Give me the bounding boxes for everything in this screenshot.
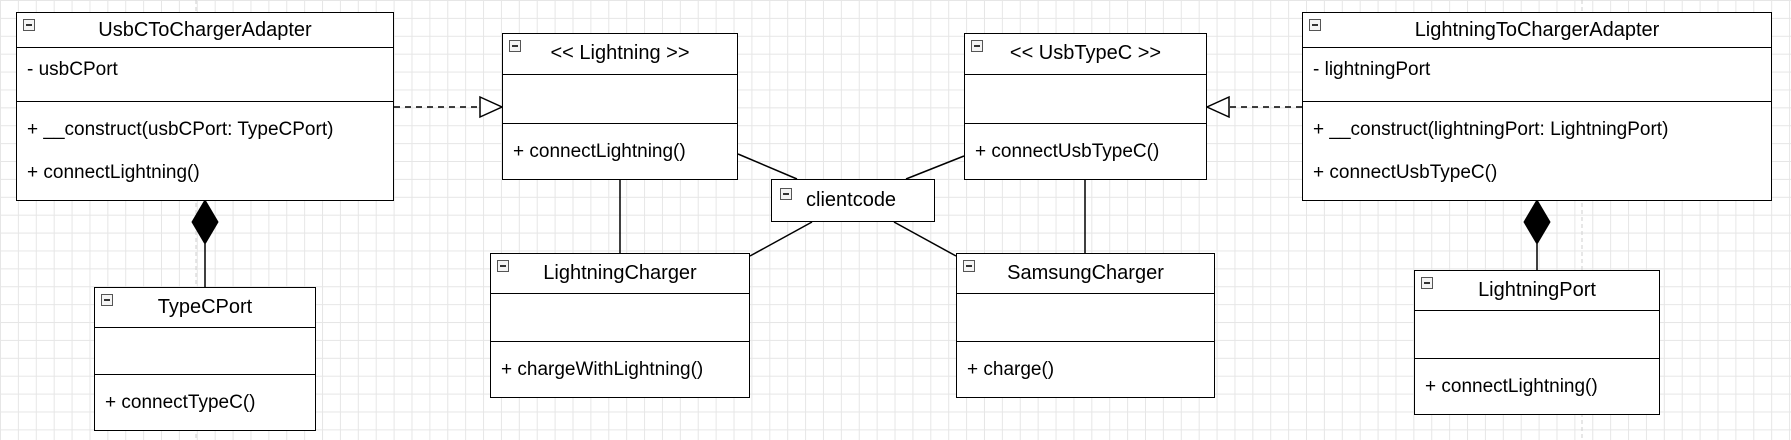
attribute: - lightningPort — [1313, 59, 1431, 81]
attributes-section — [1415, 311, 1659, 359]
operation: + __construct(usbCPort: TypeCPort) — [27, 119, 334, 140]
class-lightningport[interactable]: LightningPort + connectLightning() — [1414, 270, 1660, 415]
attributes-section: - usbCPort — [17, 48, 393, 102]
operation: + connectLightning() — [1425, 376, 1598, 397]
operations-section: + connectTypeC() — [95, 375, 315, 430]
class-lightningcharger[interactable]: LightningCharger + chargeWithLightning() — [490, 253, 750, 398]
collapse-icon[interactable] — [963, 260, 975, 272]
attributes-section — [503, 75, 737, 124]
association-client-usbtypec — [905, 155, 965, 180]
class-header: SamsungCharger — [957, 254, 1214, 295]
operations-section: + connectUsbTypeC() — [965, 124, 1206, 179]
client-code-node[interactable]: clientcode — [771, 179, 935, 222]
operations-section: + connectLightning() — [1415, 359, 1659, 414]
class-name: LightningToChargerAdapter — [1414, 18, 1660, 41]
attributes-section — [957, 294, 1214, 342]
collapse-icon[interactable] — [497, 260, 509, 272]
operations-section: + __construct(usbCPort: TypeCPort) + con… — [17, 102, 393, 200]
attributes-section — [95, 328, 315, 375]
class-typecport[interactable]: TypeCPort + connectTypeC() — [94, 287, 316, 431]
operations-section: + connectLightning() — [503, 124, 737, 179]
class-header: LightningCharger — [491, 254, 749, 295]
class-name: << UsbTypeC >> — [1009, 42, 1162, 65]
realization-arrowhead — [479, 95, 504, 119]
attribute: - usbCPort — [27, 59, 118, 81]
operations-section: + charge() — [957, 342, 1214, 397]
collapse-icon[interactable] — [23, 19, 35, 31]
attributes-section — [491, 294, 749, 342]
operation: + connectLightning() — [513, 141, 686, 162]
interface-lightning[interactable]: << Lightning >> + connectLightning() — [502, 33, 738, 180]
class-header: << UsbTypeC >> — [965, 34, 1206, 75]
operation: + chargeWithLightning() — [501, 359, 704, 380]
class-lightning-to-charger-adapter[interactable]: LightningToChargerAdapter - lightningPor… — [1302, 12, 1772, 201]
operation: + connectUsbTypeC() — [975, 141, 1160, 162]
composition-diamond — [1523, 199, 1551, 245]
class-usbc-to-charger-adapter[interactable]: UsbCToChargerAdapter - usbCPort + __cons… — [16, 12, 394, 201]
operation: + charge() — [967, 359, 1055, 380]
class-name: LightningCharger — [543, 262, 697, 285]
association-client-samsungcharger — [893, 221, 957, 257]
operation: + connectUsbTypeC() — [1313, 162, 1498, 183]
class-header: << Lightning >> — [503, 34, 737, 75]
operation: + connectLightning() — [27, 162, 200, 183]
class-name: SamsungCharger — [1007, 262, 1164, 285]
class-name: << Lightning >> — [550, 42, 690, 65]
collapse-icon[interactable] — [1309, 19, 1321, 31]
class-name: LightningPort — [1478, 279, 1596, 302]
operations-section: + __construct(lightningPort: LightningPo… — [1303, 102, 1771, 200]
class-header: LightningToChargerAdapter — [1303, 13, 1771, 49]
attributes-section: - lightningPort — [1303, 48, 1771, 102]
collapse-icon[interactable] — [780, 188, 792, 200]
collapse-icon[interactable] — [101, 294, 113, 306]
association-client-lightningcharger — [749, 221, 813, 257]
interface-usbtypec[interactable]: << UsbTypeC >> + connectUsbTypeC() — [964, 33, 1207, 180]
class-header: UsbCToChargerAdapter — [17, 13, 393, 49]
class-header: LightningPort — [1415, 271, 1659, 312]
operation: + connectTypeC() — [105, 392, 256, 413]
class-name: TypeCPort — [157, 295, 253, 318]
association-client-lightning — [737, 153, 798, 180]
collapse-icon[interactable] — [1421, 277, 1433, 289]
collapse-icon[interactable] — [509, 40, 521, 52]
class-name: UsbCToChargerAdapter — [98, 18, 312, 41]
attributes-section — [965, 75, 1206, 124]
class-samsungcharger[interactable]: SamsungCharger + charge() — [956, 253, 1215, 398]
client-name: clientcode — [806, 189, 897, 211]
realization-arrowhead — [1205, 95, 1230, 119]
collapse-icon[interactable] — [971, 40, 983, 52]
operations-section: + chargeWithLightning() — [491, 342, 749, 397]
operation: + __construct(lightningPort: LightningPo… — [1313, 119, 1669, 140]
class-header: TypeCPort — [95, 288, 315, 328]
